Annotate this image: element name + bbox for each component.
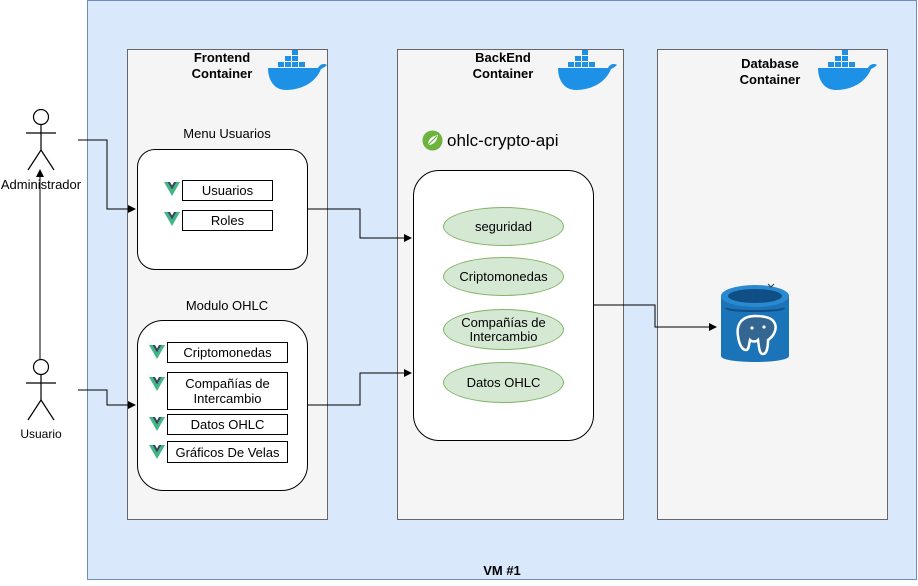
modulo-item-graficos-velas: Gráficos De Velas <box>167 441 288 463</box>
user-actor-label: Usuario <box>20 427 62 441</box>
module-criptomonedas: Criptomonedas <box>443 257 564 296</box>
frontend-title-line2: Container <box>191 66 253 81</box>
menu-item-usuarios: Usuarios <box>182 180 273 201</box>
vue-icon <box>149 445 165 459</box>
vm-label: VM #1 <box>483 563 521 578</box>
edge-menu-to-api <box>308 208 412 242</box>
user-actor-icon <box>26 359 56 421</box>
database-container <box>657 49 888 520</box>
module-companias: Compañías de Intercambio <box>443 309 564 350</box>
modulo-item-companias: Compañías de Intercambio <box>167 372 288 410</box>
vue-icon <box>149 417 165 431</box>
vue-icon <box>149 377 165 391</box>
edge-user-to-modulo <box>78 389 136 409</box>
api-title: ohlc-crypto-api <box>447 131 559 150</box>
backend-title-line1: BackEnd <box>475 50 531 65</box>
edge-api-to-database <box>594 304 717 331</box>
database-title-line1: Database <box>741 56 799 71</box>
edge-admin-to-menu <box>78 139 136 213</box>
modulo-item-datos-ohlc: Datos OHLC <box>167 414 288 435</box>
frontend-container-title: Frontend Container <box>172 50 272 82</box>
database-container-title: Database Container <box>720 56 820 88</box>
menu-item-roles: Roles <box>182 210 273 231</box>
backend-container-title: BackEnd Container <box>453 50 553 82</box>
backend-title-line2: Container <box>472 66 534 81</box>
module-datos-ohlc: Datos OHLC <box>443 362 564 403</box>
vue-icon <box>164 182 180 196</box>
frontend-title-line1: Frontend <box>193 50 251 65</box>
admin-actor-label: Administrador <box>0 177 82 192</box>
spring-icon <box>422 130 443 151</box>
modulo-ohlc-label: Modulo OHLC <box>185 298 269 313</box>
postgres-database-icon <box>721 285 789 362</box>
modulo-item-criptomonedas: Criptomonedas <box>167 342 288 363</box>
docker-icon <box>268 50 327 90</box>
menu-usuarios-box <box>137 149 308 270</box>
docker-icon <box>558 50 617 90</box>
admin-actor-icon <box>26 109 56 171</box>
docker-icon <box>818 50 877 90</box>
vue-icon <box>149 345 165 359</box>
database-title-line2: Container <box>739 72 801 87</box>
edge-modulo-to-api <box>308 369 412 406</box>
vue-icon <box>164 212 180 226</box>
menu-usuarios-label: Menu Usuarios <box>183 126 271 141</box>
chevron-down-icon <box>767 283 775 288</box>
module-seguridad: seguridad <box>443 207 564 246</box>
